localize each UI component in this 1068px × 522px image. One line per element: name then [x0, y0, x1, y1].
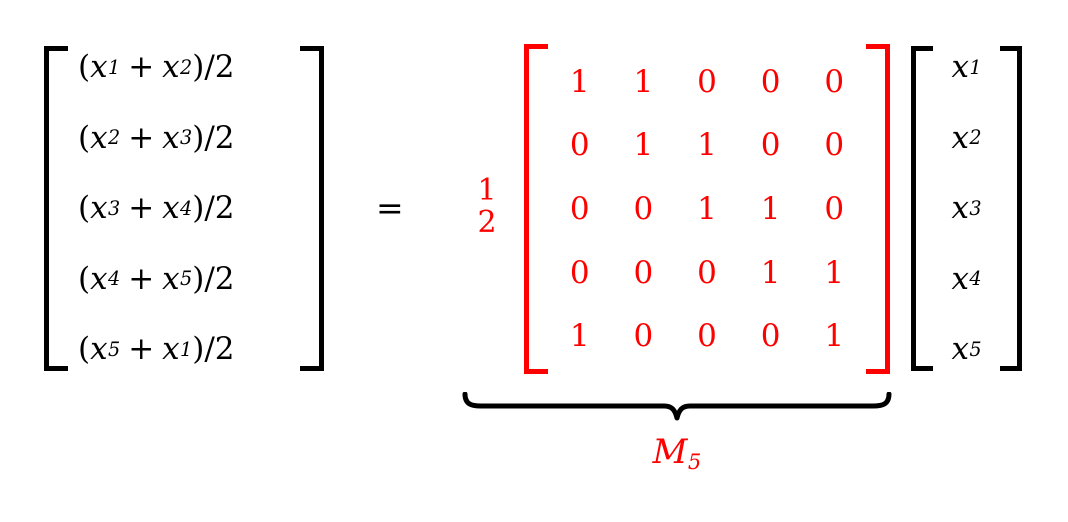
variable-base: x: [90, 260, 108, 297]
matrix-open-bracket: [524, 44, 548, 374]
variable-base: x: [162, 190, 180, 226]
matrix-cell: 0: [824, 127, 845, 164]
matrix-cell: 1: [569, 63, 590, 100]
open-paren: (: [78, 331, 91, 367]
rhs-vector-open-bracket: [911, 46, 933, 371]
matrix-cell: 1: [824, 254, 845, 291]
matrix-close-bracket: [866, 44, 890, 374]
variable-subscript: 3: [107, 196, 121, 220]
variable-base: x: [951, 190, 969, 226]
rhs-vector-close-bracket: [1000, 46, 1022, 371]
fraction-numerator: 1: [477, 173, 497, 208]
variable-base: x: [162, 119, 180, 156]
open-paren: (: [78, 49, 91, 85]
variable-subscript: 1: [107, 55, 121, 79]
close-paren-divide-two: )/2: [192, 119, 235, 156]
variable-subscript: 2: [180, 55, 193, 79]
matrix-cell: 0: [697, 318, 717, 355]
matrix-cell: 1: [633, 127, 654, 164]
matrix-label-base: M: [652, 432, 688, 472]
variable-subscript: 3: [969, 196, 982, 220]
variable-base: x: [951, 119, 969, 156]
matrix-cell: 0: [824, 190, 845, 227]
matrix-cell: 0: [569, 254, 590, 291]
matrix-cell: 0: [760, 63, 781, 100]
open-paren: (: [78, 190, 91, 226]
variable-base: x: [162, 49, 180, 85]
matrix-cell: 0: [633, 318, 654, 355]
variable-subscript: 4: [180, 196, 193, 220]
matrix-cell: 1: [760, 190, 781, 227]
variable-subscript: 3: [180, 126, 193, 150]
variable-base: x: [90, 190, 108, 226]
plus-operator: +: [128, 331, 155, 367]
plus-operator: +: [128, 260, 155, 297]
close-paren-divide-two: )/2: [192, 190, 235, 226]
plus-operator: +: [128, 49, 155, 85]
close-paren-divide-two: )/2: [192, 49, 235, 85]
matrix-cell: 0: [824, 63, 845, 100]
lhs-vector-open-bracket: [44, 46, 68, 371]
variable-base: x: [162, 331, 180, 367]
matrix-cell: 0: [760, 127, 781, 164]
lhs-vector-close-bracket: [300, 46, 324, 371]
variable-subscript: 5: [107, 337, 121, 361]
variable-base: x: [951, 49, 969, 85]
variable-subscript: 1: [180, 337, 193, 361]
scalar-one-half: 1 2: [470, 175, 504, 239]
matrix-cell: 0: [633, 254, 654, 291]
matrix-cell: 1: [569, 318, 590, 355]
matrix-cell: 0: [569, 190, 590, 227]
matrix-cell: 1: [697, 190, 717, 227]
close-paren-divide-two: )/2: [192, 331, 235, 367]
variable-base: x: [90, 119, 108, 156]
matrix-cell: 0: [697, 254, 717, 291]
variable-base: x: [90, 331, 108, 367]
matrix-cell: 1: [760, 254, 781, 291]
variable-base: x: [951, 260, 969, 297]
variable-base: x: [162, 260, 180, 297]
open-paren: (: [78, 119, 91, 156]
variable-base: x: [90, 49, 108, 85]
underbrace: [462, 392, 892, 426]
variable-subscript: 2: [107, 126, 121, 150]
variable-subscript: 5: [180, 267, 193, 291]
variable-subscript: 2: [969, 126, 982, 150]
matrix-cell: 1: [633, 63, 654, 100]
equals-sign: =: [376, 188, 404, 227]
matrix-cell: 0: [633, 190, 654, 227]
matrix-cell: 1: [697, 127, 717, 164]
matrix-label-subscript: 5: [687, 448, 702, 474]
matrix-cells: 1 1 0 0 0 0 1 1 0 0 0 0 1 1 0 0 0 0 1 1 …: [548, 50, 866, 368]
plus-operator: +: [128, 119, 155, 156]
matrix-cell: 1: [824, 318, 845, 355]
open-paren: (: [78, 260, 91, 297]
close-paren-divide-two: )/2: [192, 260, 235, 297]
variable-subscript: 1: [969, 55, 982, 79]
variable-subscript: 4: [107, 267, 121, 291]
variable-base: x: [951, 331, 969, 367]
matrix-cell: 0: [697, 63, 717, 100]
matrix-cell: 0: [569, 127, 590, 164]
plus-operator: +: [128, 190, 155, 226]
matrix-cell: 0: [760, 318, 781, 355]
variable-subscript: 4: [969, 267, 982, 291]
fraction-denominator: 2: [477, 204, 497, 240]
variable-subscript: 5: [969, 337, 982, 361]
underbrace-label: M5: [462, 432, 892, 474]
